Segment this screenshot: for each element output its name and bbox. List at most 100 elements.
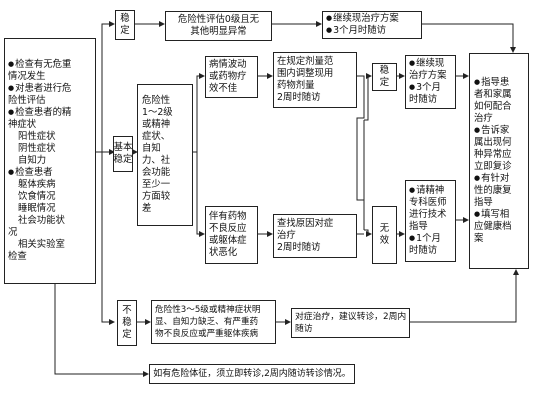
risk12-line: 至少一: [142, 179, 171, 190]
continue-top-box: 继续现治疗方案 3个月时随访: [322, 11, 422, 39]
referral-line: 1个月: [409, 233, 452, 245]
assessment-line: 检查: [8, 251, 27, 262]
guidance-line: 案: [474, 233, 484, 244]
risk-level-1-2-box: 危险性 1～2级 或精神 症状、 自知 力、社 会功能 至少一 方面较 差: [137, 84, 193, 226]
risk12-line: 自知: [142, 143, 161, 154]
danger-text: 如有危险体征，须立即转诊,2周内随访转诊情况。: [153, 369, 351, 379]
assessment-line: 自知力: [18, 155, 47, 166]
referral-line: 专科医师: [409, 197, 447, 208]
adjust-line: 围内调整现用: [277, 68, 334, 79]
side-effect-line: 或躯体症: [209, 235, 247, 246]
arrow-continue-to-guidance: [422, 23, 516, 53]
assessment-line: 检查患者的精: [8, 107, 92, 119]
unstable-label: 不: [122, 305, 132, 316]
fluctuate-box: 病情波动 或药物疗 效不佳: [205, 56, 258, 98]
stable-mid-label: 定: [379, 77, 390, 88]
fluctuate-line: 效不佳: [209, 83, 238, 94]
adjust-line: 在规定剂量范: [277, 56, 334, 67]
symptomatic-line: 对症治疗，建议转诊，2周内: [295, 312, 407, 322]
risk0-line: 其他明显异常: [190, 26, 247, 37]
find-cause-line: 治疗: [277, 230, 296, 241]
symptomatic-line: 随访: [295, 324, 313, 334]
assessment-line: 对患者进行危: [8, 83, 92, 95]
basic-stable-box: 基本 稳定: [113, 136, 133, 172]
risk35-line: 危险性3～5级或精神症状明: [155, 305, 261, 315]
arrow-to-side-effect: [196, 152, 205, 237]
risk12-line: 或精神: [142, 119, 171, 130]
assessment-line: 神症状: [8, 119, 37, 130]
continue-mid-line: 治疗方案: [409, 70, 447, 81]
assessment-line: 检查有无危重: [8, 59, 92, 71]
assessment-line: 相关实验室: [18, 239, 65, 250]
arrow-to-unstable: [101, 152, 115, 325]
arrow-symptomatic-to-guidance: [410, 269, 519, 323]
adjust-line: 2周时随访: [277, 92, 321, 103]
assessment-line: 社会功能状: [18, 215, 65, 226]
unstable-box: 不 稳 定: [117, 300, 137, 346]
symptomatic-box: 对症治疗，建议转诊，2周内 随访: [291, 308, 410, 338]
stable-box: 稳 定: [115, 10, 135, 40]
fluctuate-line: 或药物疗: [209, 71, 247, 82]
referral-line: 进行技术: [409, 209, 447, 220]
assessment-line: 情况发生: [8, 71, 46, 82]
stable-label: 稳: [120, 13, 130, 24]
danger-box: 如有危险体征，须立即转诊,2周内随访转诊情况。: [149, 364, 355, 384]
risk35-line: 物不良反应或严重躯体疾病: [155, 329, 259, 339]
continue-mid-line: 继续现: [409, 58, 452, 70]
assessment-line: 躯体疾病: [18, 179, 56, 190]
continue-mid-box: 继续现 治疗方案 3个月 时随访: [405, 55, 456, 109]
referral-line: 指导: [409, 221, 428, 232]
risk12-line: 会功能: [142, 167, 171, 178]
side-effect-line: 伴有药物: [209, 211, 247, 222]
continue-top-line: 继续现治疗方案: [326, 13, 418, 25]
stable-label: 定: [120, 25, 130, 36]
side-effect-line: 不良反应: [209, 223, 247, 234]
stable-mid-box: 稳 定: [372, 63, 397, 91]
guidance-line: 填写相: [474, 209, 524, 221]
fluctuate-line: 病情波动: [209, 59, 247, 70]
risk12-line: 力、社: [142, 155, 171, 166]
guidance-box: 指导患 者和家属 如何配合 治疗 告诉家 属出现何 种异常应 立即复诊 有针对 …: [469, 53, 529, 269]
find-cause-line: 查找原因对症: [277, 218, 334, 229]
invalid-label: 效: [379, 235, 390, 246]
basic-stable-label: 基本: [113, 142, 133, 153]
guidance-line: 有针对: [474, 173, 524, 185]
guidance-line: 属出现何: [474, 137, 512, 148]
arrow-to-invalid: [364, 229, 372, 237]
invalid-label: 无: [379, 223, 390, 234]
risk0-line: 危险性评估0级且无: [178, 14, 259, 25]
assessment-box: 检查有无危重 情况发生 对患者进行危 险性评估 检查患者的精 神症状 阳性症状 …: [4, 38, 96, 284]
continue-mid-line: 3个月: [409, 82, 452, 94]
guidance-line: 立即复诊: [474, 161, 512, 172]
assessment-line: 睡眠情况: [18, 203, 56, 214]
guidance-line: 指导: [474, 197, 493, 208]
risk12-line: 危险性: [142, 95, 171, 106]
guidance-line: 性的康复: [474, 185, 512, 196]
referral-line: 请精神: [409, 185, 452, 197]
side-effect-box: 伴有药物 不良反应 或躯体症 状恶化: [205, 206, 258, 264]
find-cause-box: 查找原因对症 治疗 2周时随访: [273, 214, 357, 258]
guidance-line: 应健康档: [474, 221, 512, 232]
unstable-label: 定: [122, 329, 132, 340]
arrow-to-danger: [54, 284, 149, 377]
assessment-line: 况: [8, 227, 18, 238]
find-cause-line: 2周时随访: [277, 242, 321, 253]
arrow-to-stable: [96, 21, 115, 153]
referral-box: 请精神 专科医师 进行技术 指导 1个月 时随访: [405, 180, 456, 262]
invalid-box: 无 效: [372, 206, 397, 264]
unstable-label: 稳: [122, 317, 132, 328]
guidance-line: 者和家属: [474, 89, 512, 100]
continue-top-line: 3个月时随访: [326, 25, 418, 37]
adjust-dose-box: 在规定剂量范 围内调整现用 药物剂量 2周时随访: [273, 52, 357, 108]
stable-mid-label: 稳: [379, 65, 390, 76]
assessment-line: 饮食情况: [18, 191, 56, 202]
risk12-line: 差: [142, 203, 152, 214]
risk12-line: 1～2级: [142, 107, 173, 118]
guidance-line: 告诉家: [474, 125, 524, 137]
assessment-line: 检查患者: [8, 167, 92, 179]
risk-level-3-5-box: 危险性3～5级或精神症状明 显、自知力缺乏、有严重药 物不良反应或严重躯体疾病: [151, 300, 276, 344]
adjust-line: 药物剂量: [277, 80, 315, 91]
side-effect-line: 状恶化: [209, 247, 238, 258]
guidance-line: 种异常应: [474, 149, 512, 160]
